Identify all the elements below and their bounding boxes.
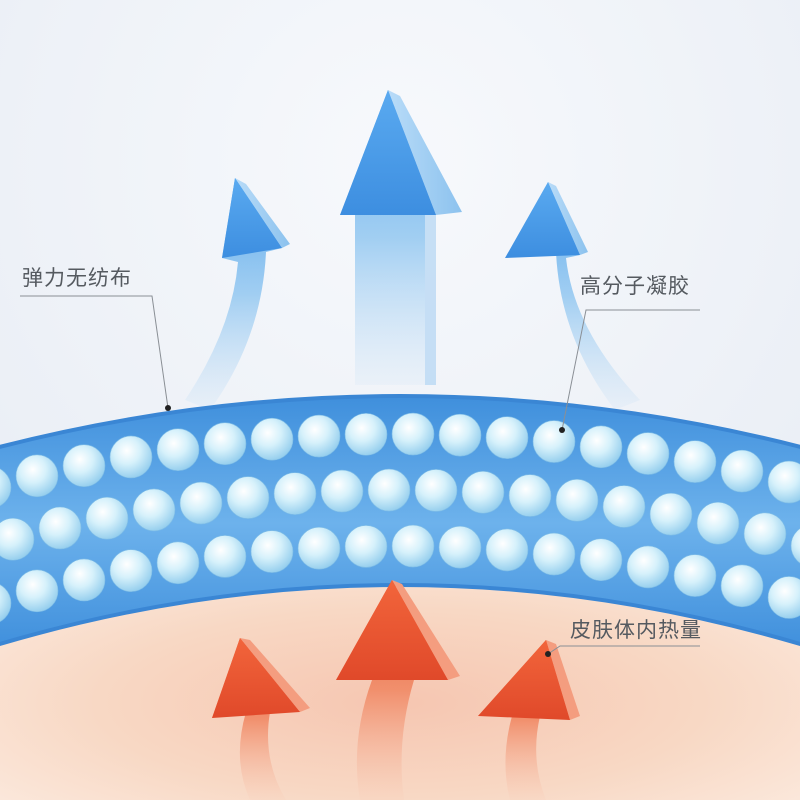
gel-bead <box>297 526 341 570</box>
gel-bead <box>532 420 576 463</box>
gel-bead <box>0 466 12 509</box>
gel-bead <box>62 558 106 602</box>
gel-bead <box>38 506 82 550</box>
gel-bead <box>461 470 505 514</box>
label-skin-body-heat: 皮肤体内热量 <box>570 618 702 642</box>
gel-bead <box>156 541 200 585</box>
heat-arrow-center <box>336 580 460 800</box>
gel-bead <box>673 440 717 483</box>
gel-bead <box>532 532 576 576</box>
gel-bead <box>555 479 599 522</box>
gel-bead <box>391 524 435 568</box>
label-elastic-nonwoven: 弹力无纺布 <box>22 266 132 290</box>
gel-bead <box>109 549 153 592</box>
gel-bead <box>85 496 129 540</box>
gel-bead <box>438 413 482 457</box>
gel-bead <box>743 512 787 556</box>
cool-arrow-right <box>505 182 640 410</box>
leader-gel <box>559 309 700 433</box>
gel-bead <box>344 525 388 568</box>
label-polymer-gel: 高分子凝胶 <box>580 274 690 298</box>
gel-bead <box>250 417 294 461</box>
gel-bead <box>720 449 764 493</box>
gel-bead <box>649 492 693 536</box>
cool-arrow-center <box>340 90 462 385</box>
gel-bead <box>391 412 435 456</box>
gel-bead <box>109 435 153 479</box>
fabric-top-edge <box>0 394 800 449</box>
gel-bead <box>62 444 106 488</box>
gel-bead <box>414 469 458 512</box>
gel-bead <box>508 474 552 517</box>
gel-bead <box>790 524 800 568</box>
gel-bead <box>344 413 388 456</box>
gel-beads <box>0 412 800 625</box>
gel-bead <box>179 481 223 525</box>
gel-bead <box>320 469 364 513</box>
gel-bead <box>226 476 270 519</box>
gel-bead <box>602 485 646 528</box>
gel-bead <box>0 517 35 561</box>
gel-bead <box>485 528 529 572</box>
gel-bead <box>297 414 341 458</box>
heat-arrow-right <box>478 640 580 800</box>
leader-heat <box>545 645 700 657</box>
gel-bead <box>485 416 529 459</box>
gel-bead <box>626 432 670 475</box>
gel-bead <box>203 535 247 578</box>
gel-bead <box>132 488 176 532</box>
heat-arrow-left <box>212 638 310 800</box>
gel-bead <box>696 501 740 545</box>
gel-bead <box>15 454 59 498</box>
gel-bead <box>720 564 764 608</box>
gel-bead <box>203 422 247 466</box>
leader-fabric <box>20 295 171 411</box>
gel-bead <box>438 525 482 569</box>
gel-bead <box>579 538 623 582</box>
gel-bead <box>367 468 411 512</box>
gel-bead <box>273 472 317 515</box>
gel-bead <box>579 425 623 469</box>
gel-bead <box>673 554 717 597</box>
cool-arrow-left <box>185 178 290 410</box>
gel-bead <box>156 428 200 471</box>
gel-bead <box>0 581 12 625</box>
gel-bead <box>15 569 59 613</box>
gel-bead <box>250 530 294 573</box>
gel-bead <box>626 545 670 589</box>
